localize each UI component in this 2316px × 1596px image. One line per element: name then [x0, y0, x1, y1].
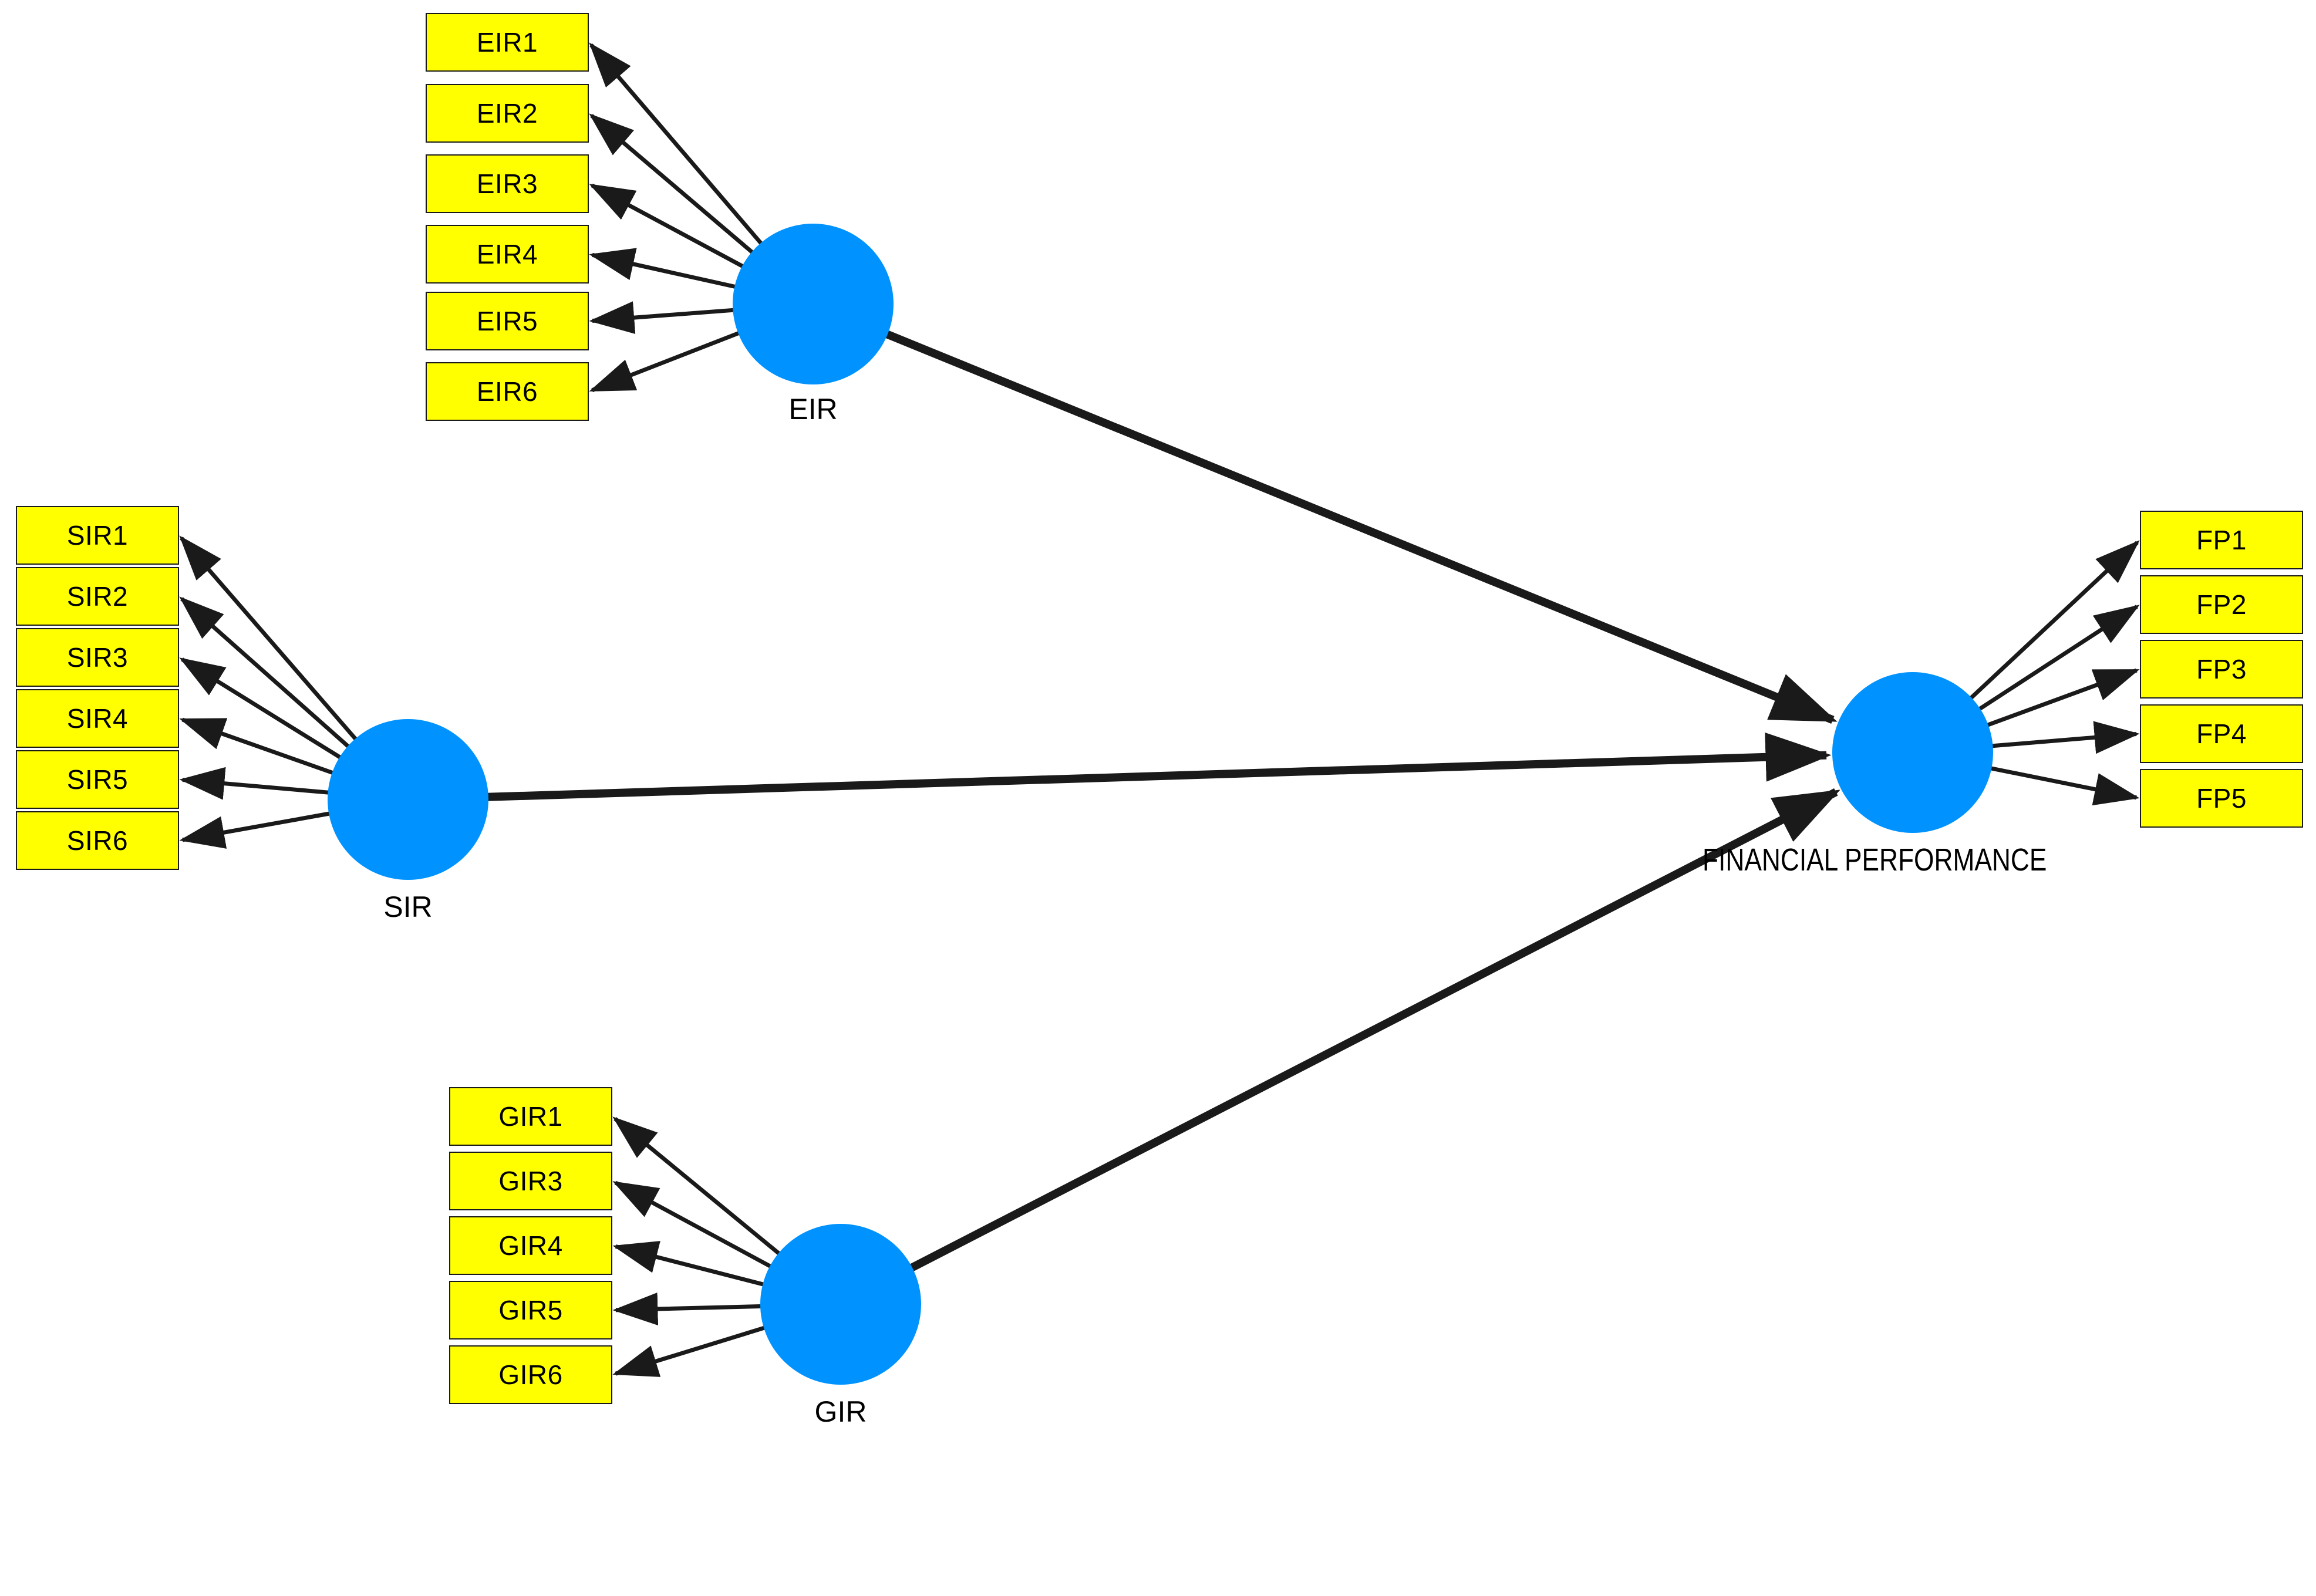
indicator-box-eir2[interactable]: EIR2 [426, 84, 589, 143]
indicator-box-fp1[interactable]: FP1 [2140, 511, 2303, 569]
indicator-box-fp4[interactable]: FP4 [2140, 704, 2303, 763]
indicator-box-eir6[interactable]: EIR6 [426, 362, 589, 421]
construct-label-sir: SIR [383, 890, 433, 923]
measurement-arrow-fp-to-fp4 [1990, 721, 2140, 754]
measurement-arrow-eir-to-eir4 [589, 248, 737, 289]
measurement-arrow-sir-to-sir1 [179, 535, 359, 742]
indicator-box-gir1[interactable]: GIR1 [449, 1087, 612, 1146]
indicator-box-eir5[interactable]: EIR5 [426, 292, 589, 350]
indicator-box-eir1[interactable]: EIR1 [426, 13, 589, 72]
construct-label-eir: EIR [788, 393, 838, 426]
indicator-box-eir4[interactable]: EIR4 [426, 225, 589, 284]
indicator-box-gir5[interactable]: GIR5 [449, 1281, 612, 1339]
measurement-arrow-fp-to-fp5 [1988, 765, 2140, 806]
indicator-box-gir4[interactable]: GIR4 [449, 1216, 612, 1275]
structural-edges [484, 329, 1840, 1273]
indicator-box-sir2[interactable]: SIR2 [16, 567, 179, 626]
measurement-arrow-sir-to-sir6 [179, 811, 332, 849]
indicator-box-sir6[interactable]: SIR6 [16, 811, 179, 870]
structural-path-eir-to-fp [882, 329, 1838, 724]
measurement-arrow-sir-to-sir3 [179, 657, 343, 760]
measurement-arrow-gir-to-gir1 [612, 1116, 782, 1257]
measurement-arrow-gir-to-gir6 [612, 1325, 767, 1377]
indicator-box-sir4[interactable]: SIR4 [16, 689, 179, 748]
measurement-arrow-eir-to-eir1 [589, 42, 764, 247]
indicator-box-eir3[interactable]: EIR3 [426, 154, 589, 213]
indicator-box-fp2[interactable]: FP2 [2140, 575, 2303, 634]
construct-node-fp[interactable] [1832, 672, 1993, 833]
measurement-arrow-sir-to-sir4 [179, 717, 335, 775]
indicator-box-gir3[interactable]: GIR3 [449, 1152, 612, 1210]
measurement-arrow-eir-to-eir3 [589, 183, 746, 269]
structural-path-sir-to-fp [484, 732, 1832, 801]
construct-node-sir[interactable] [328, 719, 488, 880]
measurement-arrow-eir-to-eir2 [589, 113, 755, 255]
construct-node-eir[interactable] [733, 224, 894, 384]
indicator-box-fp3[interactable]: FP3 [2140, 640, 2303, 699]
indicator-box-gir6[interactable]: GIR6 [449, 1345, 612, 1404]
measurement-arrow-gir-to-gir4 [612, 1241, 766, 1287]
measurement-arrow-sir-to-sir5 [179, 767, 331, 800]
measurement-arrow-eir-to-eir5 [589, 301, 736, 335]
indicator-box-sir5[interactable]: SIR5 [16, 750, 179, 809]
indicator-box-fp5[interactable]: FP5 [2140, 769, 2303, 828]
structural-path-gir-to-fp [907, 788, 1840, 1273]
measurement-arrow-eir-to-eir6 [589, 330, 741, 393]
measurement-arrow-fp-to-fp2 [1977, 605, 2140, 712]
measurement-edges [179, 42, 2140, 1377]
measurement-arrow-gir-to-gir3 [612, 1180, 773, 1269]
indicator-box-sir3[interactable]: SIR3 [16, 628, 179, 687]
construct-label-gir: GIR [814, 1395, 867, 1428]
measurement-arrow-sir-to-sir2 [179, 596, 351, 750]
measurement-arrow-fp-to-fp1 [1968, 540, 2140, 701]
indicator-box-sir1[interactable]: SIR1 [16, 506, 179, 565]
measurement-arrow-gir-to-gir5 [612, 1293, 763, 1326]
construct-label-fp: FINANCIAL PERFORMANCE [1703, 842, 2047, 878]
construct-node-gir[interactable] [760, 1224, 921, 1385]
measurement-arrow-fp-to-fp3 [1985, 668, 2140, 728]
